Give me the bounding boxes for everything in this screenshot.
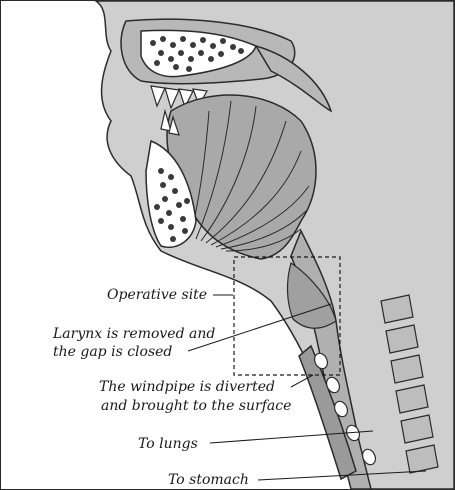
label-larynx-line2: the gap is closed (53, 344, 172, 361)
label-larynx-line1: Larynx is removed and (53, 326, 215, 343)
label-to-lungs: To lungs (138, 436, 198, 453)
label-windpipe-line1: The windpipe is diverted (99, 379, 275, 396)
label-to-stomach: To stomach (168, 472, 249, 489)
label-operative-site: Operative site (107, 287, 207, 304)
label-windpipe-line2: and brought to the surface (101, 398, 291, 415)
